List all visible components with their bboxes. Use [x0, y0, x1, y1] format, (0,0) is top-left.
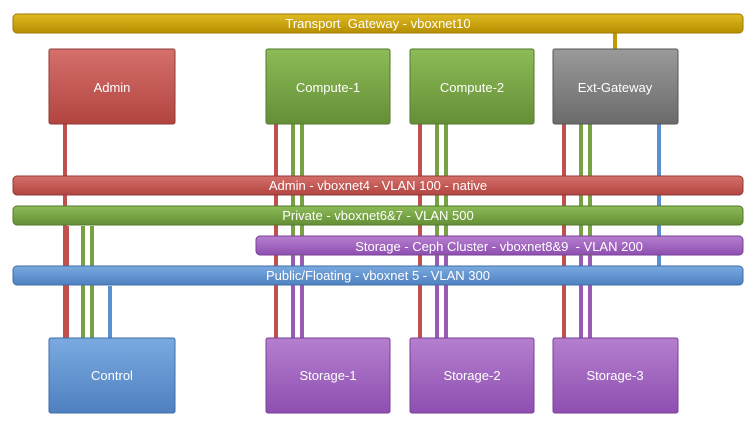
network-bar-admin: Admin - vboxnet4 - VLAN 100 - native	[12, 175, 744, 196]
network-bar-transport: Transport Gateway - vboxnet10	[12, 13, 744, 34]
node-label-storage-3: Storage-3	[586, 368, 643, 383]
line-storage2-storage-a	[435, 256, 439, 338]
line-compute1-private-b	[300, 124, 304, 338]
node-storage-2: Storage-2	[409, 337, 535, 414]
node-admin: Admin	[48, 48, 176, 125]
node-control: Control	[48, 337, 176, 414]
line-compute2-admin	[418, 124, 422, 338]
network-label-public: Public/Floating - vboxnet 5 - VLAN 300	[266, 268, 490, 283]
network-label-admin: Admin - vboxnet4 - VLAN 100 - native	[269, 178, 487, 193]
line-storage3-storage-a	[579, 256, 583, 338]
node-label-ext-gateway: Ext-Gateway	[578, 80, 653, 95]
line-compute1-admin	[274, 124, 278, 338]
node-compute-1: Compute-1	[265, 48, 391, 125]
network-bar-public: Public/Floating - vboxnet 5 - VLAN 300	[12, 265, 744, 286]
line-control-public	[108, 286, 112, 338]
node-label-control: Control	[91, 368, 133, 383]
line-compute2-private-b	[444, 124, 448, 338]
line-storage1-storage-a	[291, 256, 295, 338]
node-compute-2: Compute-2	[409, 48, 535, 125]
node-label-storage-2: Storage-2	[443, 368, 500, 383]
node-storage-1: Storage-1	[265, 337, 391, 414]
line-storage3-storage-b	[588, 256, 592, 338]
node-label-storage-1: Storage-1	[299, 368, 356, 383]
line-extgateway-private-b	[588, 124, 592, 338]
node-storage-3: Storage-3	[552, 337, 679, 414]
line-compute2-private-a	[435, 124, 439, 338]
node-label-admin: Admin	[94, 80, 131, 95]
line-storage1-storage-b	[300, 256, 304, 338]
node-ext-gateway: Ext-Gateway	[552, 48, 679, 125]
network-bar-storage: Storage - Ceph Cluster - vboxnet8&9 - VL…	[255, 235, 744, 256]
network-bar-private: Private - vboxnet6&7 - VLAN 500	[12, 205, 744, 226]
node-label-compute-1: Compute-1	[296, 80, 360, 95]
line-extgateway-private-a	[579, 124, 583, 338]
line-storage2-storage-b	[444, 256, 448, 338]
line-transport-extgateway	[613, 30, 617, 49]
line-compute1-private-a	[291, 124, 295, 338]
network-label-storage: Storage - Ceph Cluster - vboxnet8&9 - VL…	[355, 239, 643, 254]
line-extgateway-admin	[562, 124, 566, 338]
network-label-transport: Transport Gateway - vboxnet10	[285, 16, 470, 31]
network-label-private: Private - vboxnet6&7 - VLAN 500	[282, 208, 474, 223]
node-label-compute-2: Compute-2	[440, 80, 504, 95]
